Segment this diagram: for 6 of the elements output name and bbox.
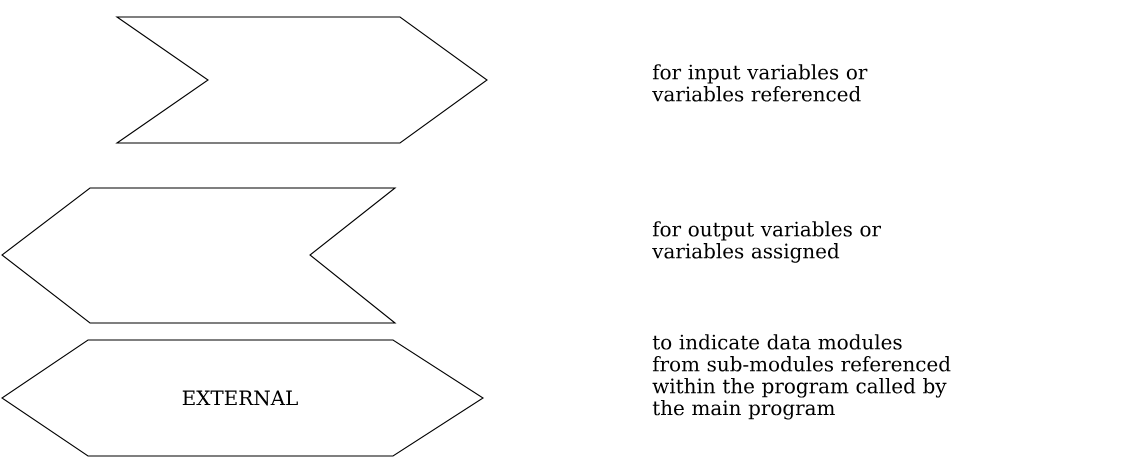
description-text: for input variables or variables referenced [652, 64, 868, 102]
description-text: to indicate data modules from sub-modules referenced within the program called by the main program [652, 334, 951, 420]
description-text: for output variables or variables assigned [652, 221, 881, 263]
chevron-shape [1, 187, 397, 324]
chevron-shape [115, 16, 488, 144]
hexagon-box: EXTERNAL [1, 339, 485, 457]
